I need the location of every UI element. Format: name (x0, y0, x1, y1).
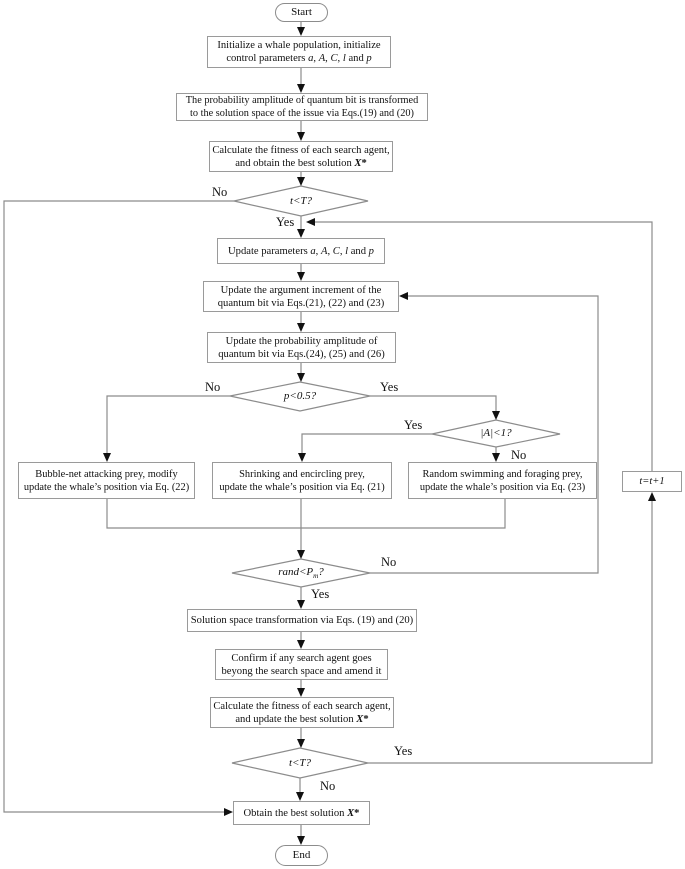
start-terminator: Start (275, 3, 328, 22)
edge-t1-no-left-loop (3, 200, 234, 813)
edge-label-t2-yes: Yes (394, 744, 413, 758)
arrowhead (297, 27, 305, 36)
decision-abs-A-less-1: |A|<1? (480, 427, 512, 439)
arrowhead (297, 272, 305, 281)
diamond-t1-shape (233, 185, 369, 217)
arrowhead (648, 492, 656, 501)
process-calculate-fitness-obtain-best: Calculate the fitness of each search age… (209, 141, 393, 172)
arrowhead (492, 453, 500, 462)
arrowhead (492, 411, 500, 420)
edge-label-p-no: No (205, 380, 221, 394)
arrowhead (297, 373, 305, 382)
edge-label-rand-yes: Yes (311, 587, 330, 601)
arrowhead (297, 836, 305, 845)
edge-p-yes (370, 395, 497, 411)
process-shrinking-encircling: Shrinking and encircling prey,update the… (212, 462, 392, 499)
arrowhead (399, 292, 408, 300)
edge-tinc-return (314, 221, 653, 471)
arrowhead (297, 600, 305, 609)
decision-t-less-T-1: t<T? (289, 194, 313, 207)
edge-label-t1-no: No (212, 185, 228, 199)
process-update-parameters: Update parameters a, A, C, l and p (217, 238, 385, 264)
arrowhead (297, 640, 305, 649)
edge-label-a-no: No (511, 448, 527, 462)
arrowhead (297, 177, 305, 186)
diamond-t2-shape (231, 747, 369, 779)
edge-t2-yes-to-tinc (368, 500, 653, 764)
edge-merge (106, 499, 506, 529)
diamond-a-shape (431, 419, 561, 448)
end-terminator: End (275, 845, 328, 866)
decision-t-less-T-2: t<T? (288, 756, 312, 769)
edge-label-t2-no: No (320, 779, 336, 793)
edge-label-p-yes: Yes (380, 380, 399, 394)
arrowhead (297, 132, 305, 141)
process-solution-space-transformation: Solution space transformation via Eqs. (… (187, 609, 417, 632)
arrowhead (306, 218, 315, 226)
arrowhead (297, 688, 305, 697)
arrowhead (298, 453, 306, 462)
arrowhead (103, 453, 111, 462)
process-calculate-fitness-update-best: Calculate the fitness of each search age… (210, 697, 394, 728)
edge-label-t1-yes: Yes (276, 215, 295, 229)
arrowhead (297, 323, 305, 332)
arrowhead (297, 550, 305, 559)
edge-label-rand-no: No (381, 555, 397, 569)
process-initialize-population: Initialize a whale population, initializ… (207, 36, 391, 68)
arrowhead (297, 229, 305, 238)
edge-rand-no-inner-loop (370, 295, 599, 574)
arrowhead (296, 792, 304, 801)
edge-a-yes (301, 433, 432, 453)
decision-rand-less-Pm: rand<Pm? (278, 565, 324, 581)
diamond-rand-shape (231, 558, 371, 588)
diamond-p-shape (229, 381, 371, 412)
process-random-swimming-foraging: Random swimming and foraging prey,update… (408, 462, 597, 499)
process-probability-amplitude-transform: The probability amplitude of quantum bit… (176, 93, 428, 121)
arrowhead (297, 739, 305, 748)
arrowhead (297, 84, 305, 93)
process-obtain-best-solution: Obtain the best solution X* (233, 801, 370, 825)
arrowhead (224, 808, 233, 816)
decision-p-less-05: p<0.5? (283, 390, 317, 402)
edge-label-a-yes: Yes (404, 418, 423, 432)
edge-p-no (106, 395, 230, 453)
process-t-increment: t=t+1 (622, 471, 682, 492)
